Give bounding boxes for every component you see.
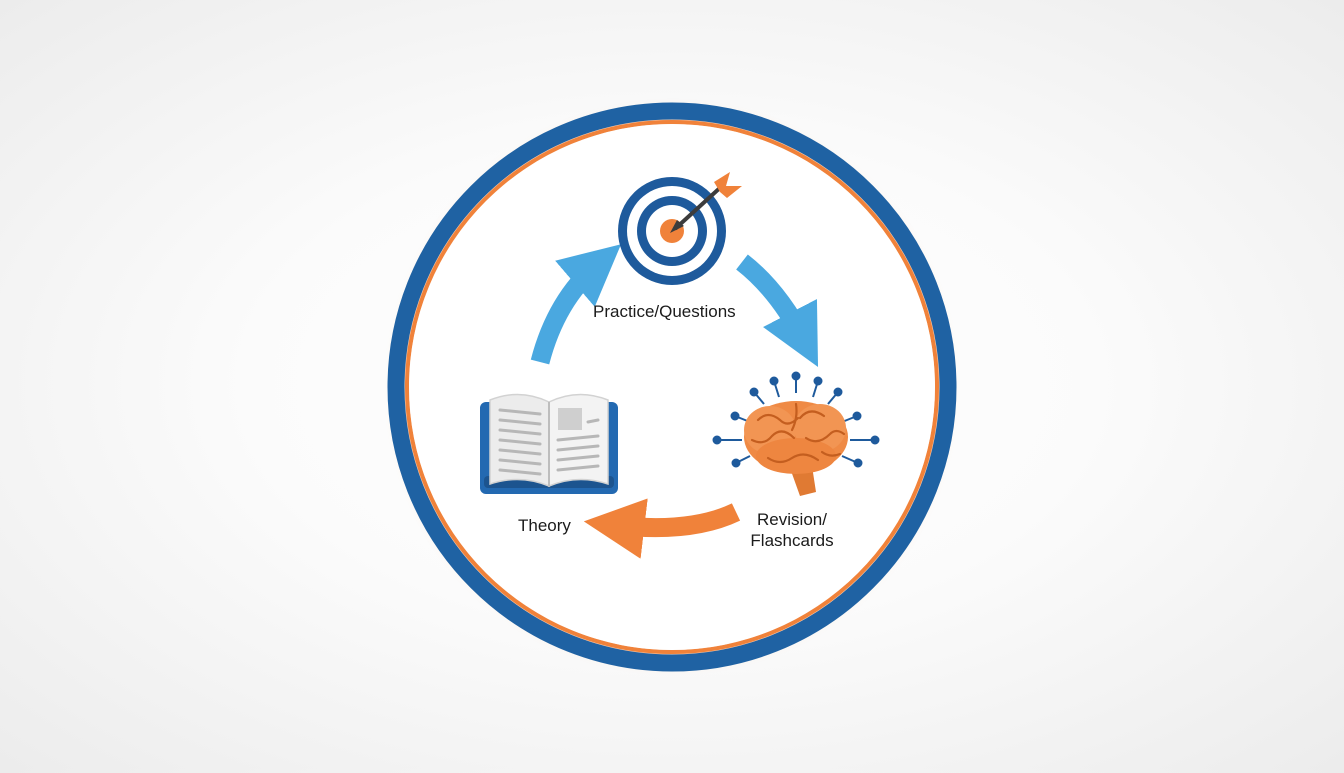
node-label-theory: Theory xyxy=(518,516,571,535)
ring-orange xyxy=(405,120,939,654)
brain-icon xyxy=(712,371,880,496)
outer-ring xyxy=(387,102,957,672)
node-label-practice: Practice/Questions xyxy=(593,302,736,321)
target-arrow-icon xyxy=(618,172,742,285)
arrow-revision-to-theory xyxy=(583,498,741,559)
arrow-practice-to-revision xyxy=(736,254,819,367)
open-book-icon xyxy=(480,393,618,494)
ring-blue xyxy=(387,102,957,672)
arrow-theory-to-practice xyxy=(530,244,622,365)
node-label-revision: Revision/ Flashcards xyxy=(750,510,834,550)
ring-inner-fill xyxy=(409,124,935,650)
